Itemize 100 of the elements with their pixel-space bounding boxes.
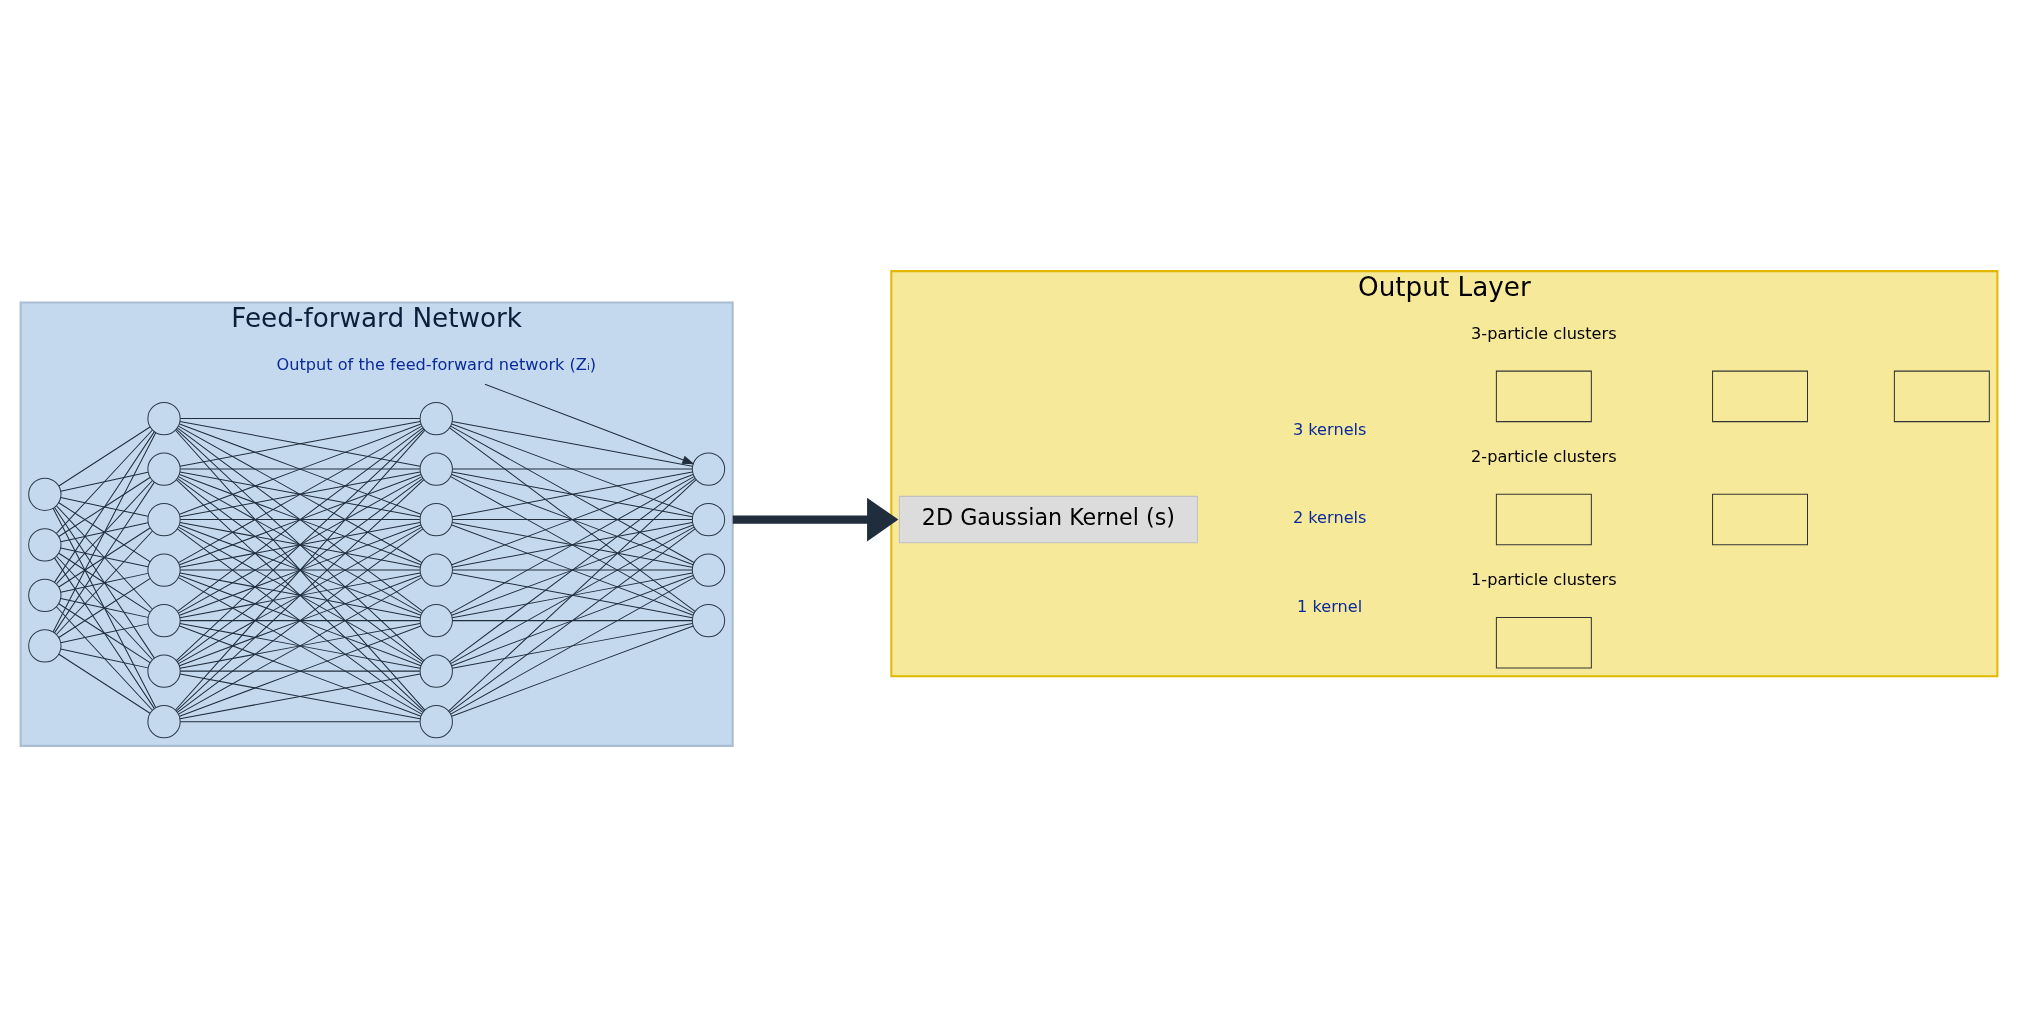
arrow bbox=[484, 383, 695, 465]
connector bbox=[451, 572, 693, 619]
connector bbox=[58, 603, 151, 664]
connector bbox=[179, 521, 421, 568]
connector bbox=[60, 497, 149, 517]
node-box bbox=[1495, 617, 1592, 669]
node-circle bbox=[147, 654, 181, 688]
connector bbox=[60, 547, 149, 568]
connector bbox=[52, 432, 157, 633]
node-circle bbox=[28, 578, 62, 613]
connector bbox=[450, 425, 695, 564]
connector bbox=[53, 506, 155, 659]
label: 3-particle clusters bbox=[1471, 323, 1617, 343]
connector bbox=[177, 577, 423, 715]
connector bbox=[452, 468, 693, 470]
connector bbox=[179, 673, 421, 720]
connector bbox=[451, 524, 694, 616]
connector bbox=[58, 477, 151, 537]
connector bbox=[60, 572, 149, 593]
connector bbox=[452, 519, 693, 521]
connector bbox=[53, 431, 155, 583]
node-circle bbox=[28, 528, 62, 562]
connector bbox=[56, 556, 153, 660]
node-box bbox=[1495, 370, 1592, 423]
connector bbox=[53, 481, 155, 634]
connector bbox=[452, 569, 693, 571]
connector bbox=[177, 476, 423, 614]
connector bbox=[451, 622, 693, 669]
connector bbox=[60, 522, 149, 543]
connector bbox=[452, 620, 693, 622]
connector bbox=[179, 569, 421, 571]
connector bbox=[451, 423, 694, 515]
node-circle bbox=[147, 452, 181, 486]
connector bbox=[176, 427, 424, 612]
connector bbox=[449, 528, 696, 713]
connector bbox=[449, 477, 696, 663]
node-circle bbox=[419, 452, 453, 486]
node-box bbox=[1893, 370, 1990, 423]
node-circle bbox=[28, 629, 62, 663]
node-box bbox=[1712, 493, 1808, 546]
connector bbox=[175, 429, 426, 711]
connector bbox=[179, 622, 421, 669]
node-circle bbox=[419, 502, 453, 537]
connector bbox=[450, 476, 695, 614]
node-circle bbox=[419, 553, 453, 587]
connector bbox=[179, 471, 421, 518]
connector bbox=[450, 526, 695, 665]
node-circle bbox=[147, 553, 181, 587]
connector bbox=[179, 721, 421, 723]
node-circle bbox=[691, 603, 726, 638]
connector bbox=[179, 670, 421, 672]
connector bbox=[179, 420, 421, 467]
connector bbox=[56, 429, 153, 534]
connector bbox=[450, 577, 695, 715]
connector bbox=[58, 578, 151, 638]
label: 1-particle clusters bbox=[1471, 570, 1617, 590]
node-circle bbox=[147, 704, 181, 739]
connector bbox=[448, 479, 697, 712]
node-circle bbox=[419, 654, 453, 688]
connector bbox=[179, 418, 421, 420]
label: 1 kernel bbox=[1297, 597, 1363, 617]
connector bbox=[177, 526, 423, 665]
label: 2-particle clusters bbox=[1471, 446, 1617, 466]
connector bbox=[56, 530, 153, 635]
connector bbox=[179, 625, 422, 717]
node-box bbox=[1495, 493, 1592, 546]
connector bbox=[56, 505, 153, 610]
connector bbox=[60, 623, 149, 644]
connector bbox=[177, 425, 423, 564]
connector bbox=[176, 477, 424, 663]
node-circle bbox=[147, 603, 181, 638]
connector bbox=[58, 527, 151, 588]
connector bbox=[451, 471, 693, 518]
connector bbox=[53, 557, 155, 710]
node-circle bbox=[419, 401, 453, 436]
connector bbox=[175, 428, 425, 662]
connector bbox=[56, 606, 153, 711]
connector bbox=[60, 471, 149, 492]
connector bbox=[451, 420, 693, 467]
node-text: Output of the feed-forward network (Zᵢ) bbox=[276, 354, 597, 374]
node-circle bbox=[147, 401, 181, 436]
connector bbox=[179, 468, 421, 470]
connector bbox=[58, 426, 151, 487]
connector bbox=[451, 625, 694, 717]
connector bbox=[56, 480, 153, 585]
node-box: 2D Gaussian Kernel (s) bbox=[898, 495, 1198, 544]
connector bbox=[58, 502, 151, 563]
connector bbox=[60, 648, 149, 669]
connector bbox=[58, 552, 151, 613]
node-circle bbox=[691, 553, 726, 587]
label: 2 kernels bbox=[1292, 508, 1367, 528]
connector bbox=[60, 598, 149, 618]
node-box bbox=[1712, 370, 1808, 423]
connector bbox=[451, 574, 694, 667]
connector bbox=[179, 620, 421, 622]
connector bbox=[451, 521, 693, 568]
connector bbox=[58, 653, 151, 714]
node-circle bbox=[419, 603, 453, 638]
node-circle bbox=[147, 502, 181, 537]
connector bbox=[175, 479, 425, 712]
